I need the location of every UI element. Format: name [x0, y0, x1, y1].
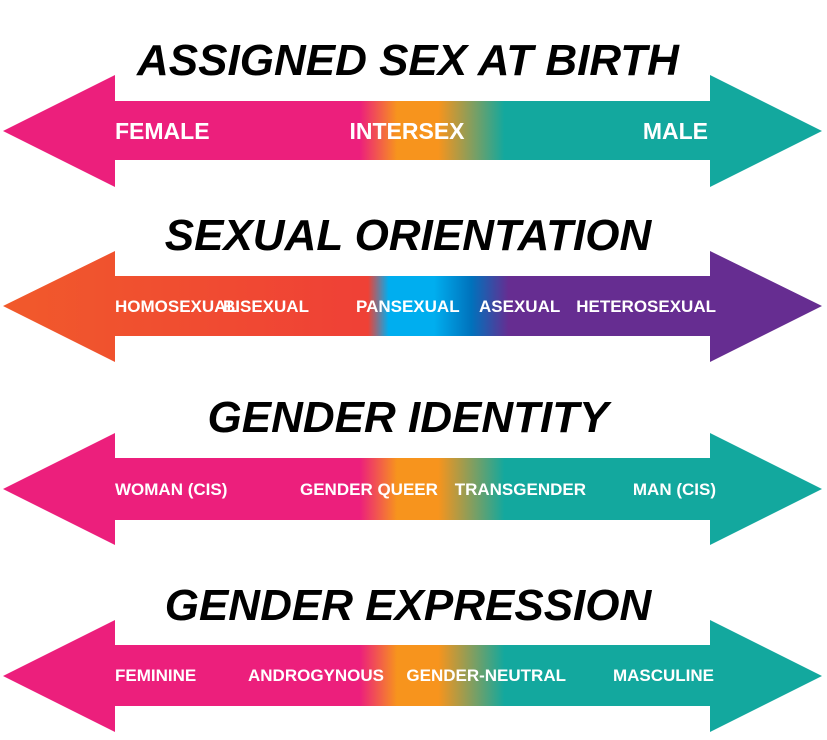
double-arrow [3, 620, 822, 732]
spectrum-label: HETEROSEXUAL [576, 297, 716, 316]
spectrum-label: HOMOSEXUAL [115, 297, 237, 316]
spectrum-label: MAN (CIS) [633, 480, 716, 499]
spectrum-title: GENDER EXPRESSION [165, 581, 653, 630]
spectrum-assigned-sex: ASSIGNED SEX AT BIRTH FEMALE INTERSEX MA… [3, 36, 822, 187]
spectrum-title: SEXUAL ORIENTATION [165, 211, 653, 260]
spectrum-label: ASEXUAL [479, 297, 560, 316]
spectrum-label: INTERSEX [349, 118, 465, 144]
spectrum-label: MALE [643, 118, 708, 144]
spectrum-label: GENDER QUEER [300, 480, 438, 499]
spectrum-title: ASSIGNED SEX AT BIRTH [136, 36, 680, 85]
spectrum-label: MASCULINE [613, 666, 714, 685]
spectrum-label: PANSEXUAL [356, 297, 460, 316]
spectrum-sexual-orientation: SEXUAL ORIENTATION HOMOSEXUAL BISEXUAL P… [3, 211, 822, 362]
spectrum-label: FEMALE [115, 118, 210, 144]
spectrum-label: ANDROGYNOUS [248, 666, 384, 685]
spectrum-gender-identity: GENDER IDENTITY WOMAN (CIS) GENDER QUEER… [3, 393, 822, 545]
spectrum-label: BISEXUAL [223, 297, 309, 316]
double-arrow [3, 75, 822, 187]
spectrum-gender-expression: GENDER EXPRESSION FEMININE ANDROGYNOUS G… [3, 581, 822, 732]
spectrum-label: WOMAN (CIS) [115, 480, 227, 499]
spectrum-label: TRANSGENDER [455, 480, 586, 499]
double-arrow [3, 251, 822, 362]
spectrum-label: FEMININE [115, 666, 196, 685]
spectrum-title: GENDER IDENTITY [208, 393, 613, 442]
spectrum-label: GENDER-NEUTRAL [406, 666, 566, 685]
double-arrow [3, 433, 822, 545]
